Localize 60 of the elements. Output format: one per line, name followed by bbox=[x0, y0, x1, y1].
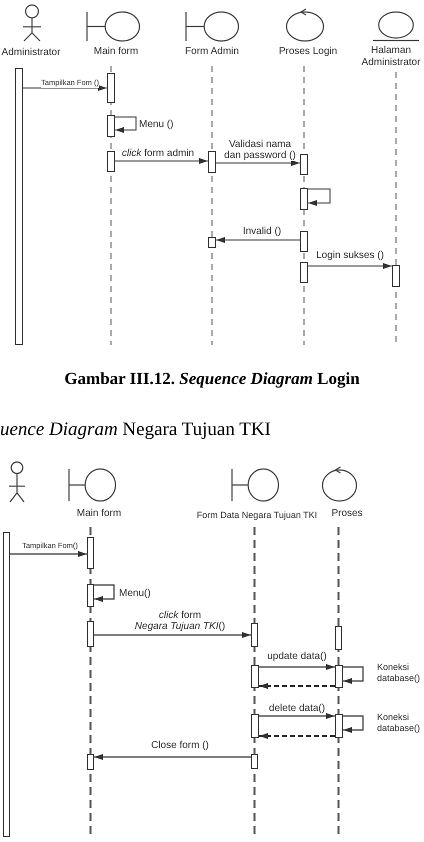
activation-bar bbox=[107, 151, 115, 172]
participant-label: Main form bbox=[94, 46, 138, 58]
self-message-arrow bbox=[114, 116, 136, 133]
activation-bar bbox=[251, 754, 258, 769]
activation-bar bbox=[300, 188, 308, 210]
message-arrow bbox=[216, 160, 300, 166]
message-arrow bbox=[259, 664, 335, 670]
activation-bar bbox=[107, 73, 115, 103]
message-label: Login sukses () bbox=[316, 250, 384, 261]
activation-bar bbox=[251, 714, 259, 738]
participant-label: Form Data Negara Tujuan TKI bbox=[196, 509, 318, 521]
message-arrow bbox=[94, 754, 251, 760]
activation-bar bbox=[15, 68, 23, 345]
participant-label: Main form bbox=[76, 508, 122, 520]
message-label: Menu () bbox=[139, 119, 174, 130]
message-arrow bbox=[94, 632, 251, 638]
activation-bar bbox=[87, 537, 94, 569]
message-arrow bbox=[22, 85, 108, 91]
activation-bar bbox=[300, 154, 308, 175]
message-label: Close form () bbox=[151, 740, 209, 751]
activation-bar bbox=[251, 623, 258, 647]
activation-bar bbox=[87, 754, 94, 770]
participant-label: Halaman Administrator bbox=[360, 45, 422, 69]
activation-bar bbox=[300, 262, 308, 283]
participant-label: Administrator bbox=[2, 47, 60, 59]
activation-bar bbox=[300, 231, 308, 252]
participant-label: Proses bbox=[331, 508, 363, 520]
message-label: click form admin bbox=[122, 148, 194, 159]
activation-bar bbox=[3, 532, 10, 837]
activation-bar bbox=[107, 115, 115, 137]
message-label: Menu() bbox=[119, 588, 151, 599]
participant-label: Form Admin bbox=[185, 46, 239, 58]
message-arrow bbox=[10, 551, 87, 557]
activation-bar bbox=[208, 151, 216, 173]
activation-bar bbox=[335, 665, 343, 688]
message-arrow bbox=[308, 263, 392, 269]
activation-bar bbox=[87, 584, 94, 607]
message-arrow bbox=[259, 713, 335, 719]
message-label: delete data() bbox=[268, 703, 326, 714]
activation-bar bbox=[87, 621, 94, 647]
self-message-arrow bbox=[94, 584, 115, 602]
activation-bar bbox=[208, 237, 216, 248]
activation-bar bbox=[392, 265, 400, 287]
activation-bar bbox=[335, 714, 343, 738]
figure-caption: Gambar III.12. Sequence Diagram Login bbox=[64, 369, 360, 389]
return-message-arrow bbox=[259, 733, 335, 739]
self-message-arrow bbox=[308, 188, 330, 206]
self-message-arrow bbox=[343, 666, 364, 684]
uml-actor-icon bbox=[8, 461, 26, 503]
message-arrow bbox=[216, 237, 300, 243]
message-arrow bbox=[114, 158, 208, 164]
message-label: Invalid () bbox=[242, 226, 282, 237]
activation-bar bbox=[251, 665, 259, 688]
message-label: click form Negara Tujuan TKI() bbox=[134, 610, 226, 632]
message-label: update data() bbox=[267, 651, 327, 662]
activation-bar bbox=[335, 626, 342, 650]
self-message-arrow bbox=[343, 715, 364, 733]
participant-label: Proses Login bbox=[278, 46, 338, 58]
return-message-arrow bbox=[259, 683, 335, 689]
section-heading: uence Diagram Negara Tujuan TKI bbox=[0, 419, 271, 441]
